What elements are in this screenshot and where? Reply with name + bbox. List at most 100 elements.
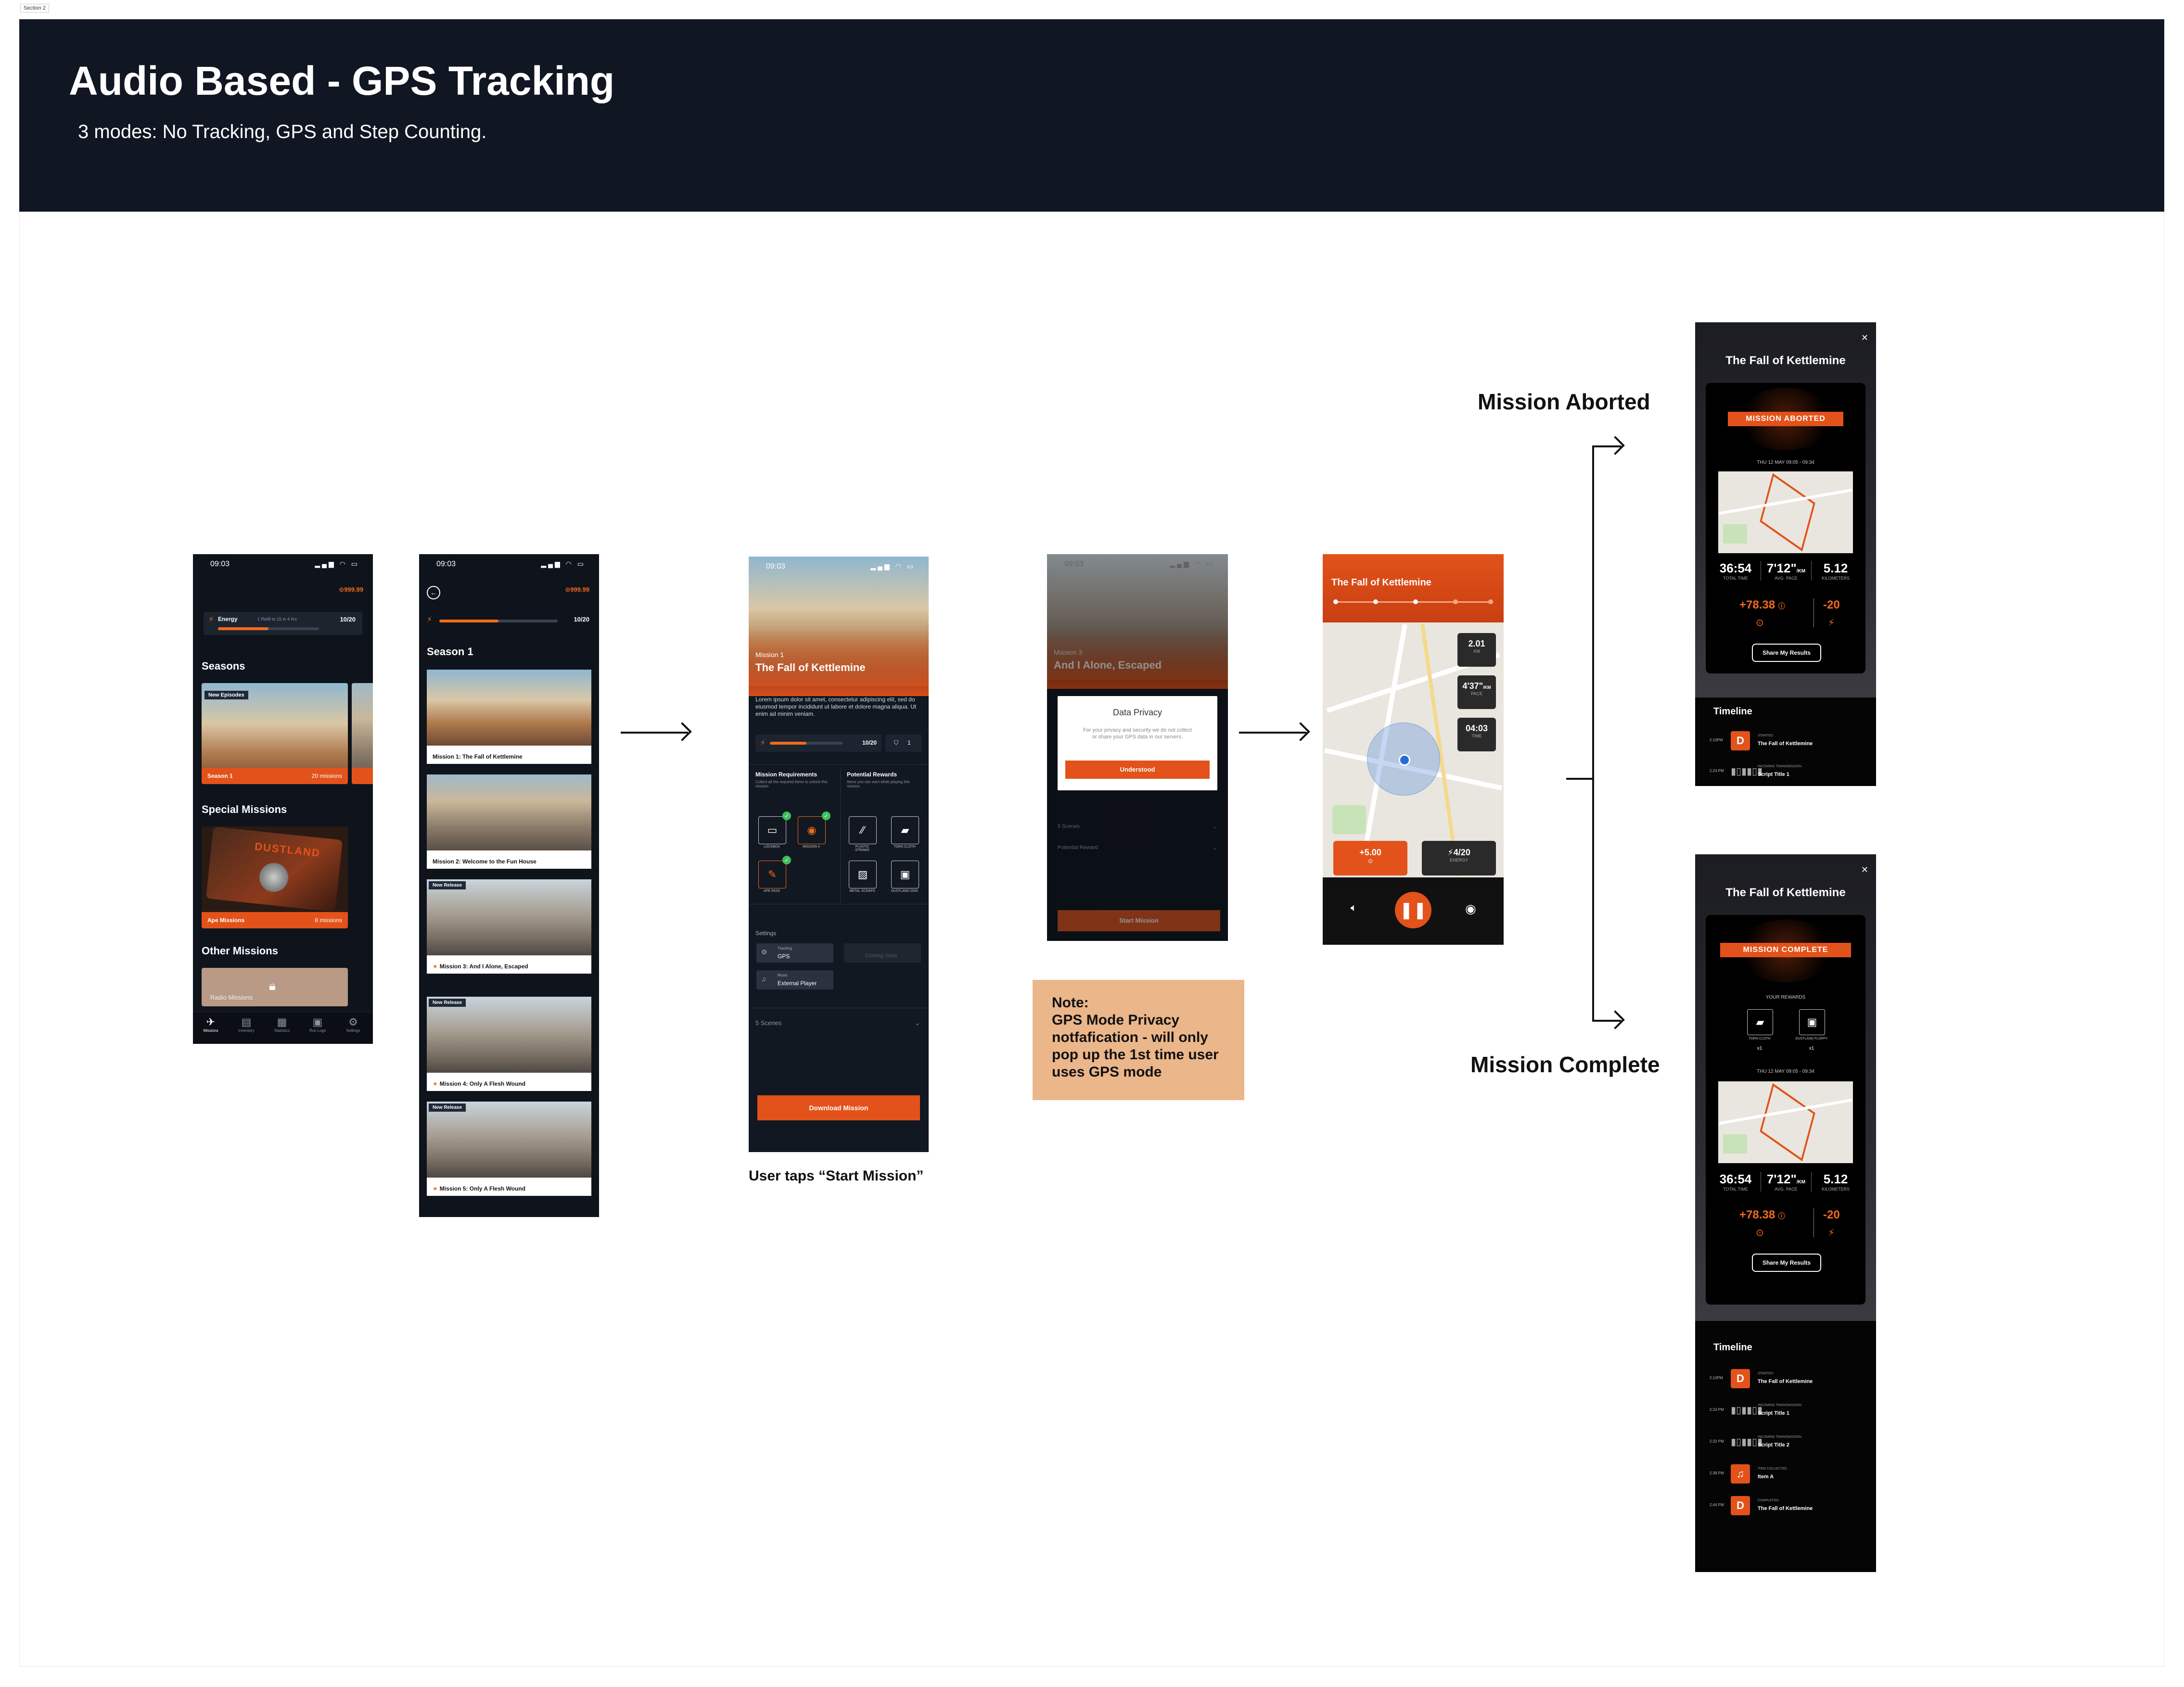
- signal-wifi-battery-icon: ▂▄▆ ◠ ▭: [1170, 560, 1214, 568]
- understood-button[interactable]: Understood: [1065, 761, 1210, 779]
- reward-dustland-disk[interactable]: ▣: [891, 861, 919, 888]
- player-header: The Fall of Kettlemine: [1323, 554, 1504, 622]
- player-controls: 🔈︎ ❚❚ ◉: [1323, 887, 1504, 945]
- music-select[interactable]: ♫ Music External Player: [756, 970, 833, 989]
- coin-icon: ⊙: [1756, 618, 1764, 628]
- phone-season-list: 09:03 ▂▄▆ ◠ ▭ ← ⊙999.99 ⚡ 10/20 Season 1…: [419, 554, 599, 1217]
- map-park: [1723, 524, 1747, 544]
- nav-settings[interactable]: ⚙Settings: [336, 1016, 370, 1033]
- shield-value: 1: [907, 739, 911, 746]
- section-label: Section 2: [20, 4, 49, 13]
- close-icon[interactable]: ✕: [1861, 333, 1868, 342]
- reward-dustland-floppy[interactable]: ▣: [1799, 1009, 1825, 1035]
- coins-earned-box: +5.00 ⊙: [1333, 841, 1407, 875]
- timeline-row: 2:44 PM D COMPLETED The Fall of Kettlemi…: [1710, 1494, 1866, 1518]
- reward-dustland-disk-label: DUSTLAND DISK: [891, 889, 919, 893]
- reward-metal-scraps-label: METAL SCRAPS: [849, 889, 875, 893]
- reward-torn-cloth-qty: x1: [1757, 1046, 1763, 1051]
- reward-torn-cloth[interactable]: ▰: [891, 816, 919, 844]
- energy-bar[interactable]: ⚡ Energy 1 Refill to 15 in 4 hrs 10/20: [204, 612, 362, 635]
- coins-balance[interactable]: ⊙999.99: [565, 586, 589, 593]
- special-missions-heading: Special Missions: [202, 803, 287, 815]
- mission-title: ★Mission 3: And I Alone, Escaped: [433, 963, 528, 970]
- mission-card-2[interactable]: Mission 2: Welcome to the Fun House: [427, 774, 591, 869]
- status-bar: 09:03 ▂▄▆ ◠ ▭: [749, 557, 929, 578]
- reward-dropdown: Potential Reward⌄: [1058, 845, 1217, 851]
- headphones-icon: ♫: [1731, 1464, 1750, 1484]
- mission-card-4[interactable]: New Release ★Mission 4: Only A Flesh Wou…: [427, 997, 591, 1091]
- reward-dustland-floppy-qty: x1: [1809, 1046, 1814, 1051]
- seasons-heading: Seasons: [202, 660, 245, 672]
- music-label: Music: [778, 973, 788, 977]
- mission-aborted-label: Mission Aborted: [1478, 389, 1650, 414]
- requirement-mission4[interactable]: ◉: [798, 816, 826, 844]
- bottom-nav: ✈Missions ▤Inventory ▦Statistics ▣Run Lo…: [193, 1012, 373, 1044]
- tracking-select[interactable]: ⚙ Tracking GPS: [756, 943, 833, 963]
- pace-label: PACE: [1471, 691, 1482, 696]
- pace-box: 4'37"/KM PACE: [1457, 675, 1496, 709]
- reward-torn-cloth-label: TORN CLOTH: [894, 845, 916, 849]
- pause-button[interactable]: ❚❚: [1395, 892, 1431, 928]
- results-card: MISSION COMPLETE YOUR REWARDS ▰ TORN CLO…: [1706, 915, 1865, 1305]
- nav-run-logs[interactable]: ▣Run Logs: [301, 1016, 334, 1033]
- scenes-dropdown[interactable]: 5 Scenes ⌄: [755, 1019, 920, 1027]
- energy-label: Energy: [218, 616, 238, 622]
- season-artwork-next: [352, 683, 373, 784]
- requirement-lockbox[interactable]: ▭: [758, 816, 786, 844]
- mission-card-1[interactable]: Mission 1: The Fall of Kettlemine: [427, 670, 591, 764]
- dustland-d-icon: D: [1731, 731, 1750, 750]
- settings-title: Settings: [755, 930, 777, 937]
- bolt-icon: ⚡: [208, 616, 214, 624]
- mission-title: The Fall of Kettlemine: [755, 661, 866, 673]
- season-card-next[interactable]: [352, 683, 373, 784]
- route-map: [1718, 471, 1853, 553]
- route-map: [1718, 1081, 1853, 1163]
- nav-inventory[interactable]: ▤Inventory: [230, 1016, 263, 1033]
- mission-artwork: [427, 670, 591, 746]
- back-button[interactable]: ←: [427, 586, 440, 599]
- bolt-icon: ⚡: [760, 739, 766, 747]
- reward-metal-scraps[interactable]: ▨: [849, 861, 877, 888]
- status-time: 09:03: [210, 560, 230, 568]
- new-release-badge: New Release: [429, 881, 466, 889]
- special-mission-card[interactable]: DUSTLAND Ape Missions 8 missions: [202, 826, 348, 928]
- music-value: External Player: [778, 980, 817, 987]
- mission-card-5[interactable]: New Release ★Mission 5: Only A Flesh Wou…: [427, 1102, 591, 1196]
- download-mission-button[interactable]: Download Mission: [757, 1095, 920, 1120]
- info-icon: ⓘ: [1778, 602, 1785, 610]
- volume-icon[interactable]: 🔈︎: [1351, 901, 1357, 913]
- nav-missions[interactable]: ✈Missions: [194, 1016, 228, 1033]
- audio-wave-icon: ▮▯▮▮▯▮: [1731, 1405, 1763, 1416]
- season-card[interactable]: New Episodes Season 1 20 missions: [202, 683, 348, 784]
- coins-balance[interactable]: ⊙999.99: [339, 586, 363, 593]
- signal-wifi-battery-icon: ▂▄▆ ◠ ▭: [870, 562, 915, 570]
- season-name: Season 1: [207, 773, 233, 779]
- energy-strip[interactable]: ⚡ 10/20: [427, 613, 591, 627]
- run-logs-icon: ▣: [312, 1016, 323, 1028]
- mission-card-3[interactable]: New Release ★Mission 3: And I Alone, Esc…: [427, 879, 591, 974]
- distance-value: 2.01: [1468, 639, 1485, 648]
- energy-track: [439, 620, 558, 622]
- share-results-button[interactable]: Share My Results: [1752, 644, 1821, 662]
- status-time: 09:03: [766, 562, 786, 571]
- branch-line-vertical: [1592, 445, 1594, 1022]
- locked-mission-name: Radio Missions: [210, 994, 253, 1001]
- vertical-divider: [840, 768, 841, 903]
- close-icon[interactable]: ✕: [1861, 865, 1868, 875]
- share-results-button[interactable]: Share My Results: [1752, 1254, 1821, 1272]
- results-card: MISSION ABORTED THU 12 MAY 09:05 - 09:34…: [1706, 383, 1865, 673]
- mission-title: Mission 2: Welcome to the Fun House: [433, 858, 536, 865]
- rewards-subtitle: Items you can earn while playing this mi…: [847, 780, 910, 788]
- locked-mission-card[interactable]: 🔒︎ Radio Missions: [202, 968, 348, 1006]
- reward-torn-cloth[interactable]: ▰: [1747, 1009, 1773, 1035]
- mission-artwork: [427, 879, 591, 955]
- nav-statistics[interactable]: ▦Statistics: [265, 1016, 299, 1033]
- status-bar: 09:03 ▂▄▆ ◠ ▭: [419, 554, 599, 575]
- shield-count-box: ⛉ 1: [885, 735, 922, 752]
- requirement-ape-pass[interactable]: ✎: [758, 861, 786, 888]
- reward-plastic-straws[interactable]: ⁄⁄: [849, 816, 877, 844]
- stop-icon[interactable]: ◉: [1465, 901, 1476, 916]
- coin-icon: ⊙: [1756, 1228, 1764, 1238]
